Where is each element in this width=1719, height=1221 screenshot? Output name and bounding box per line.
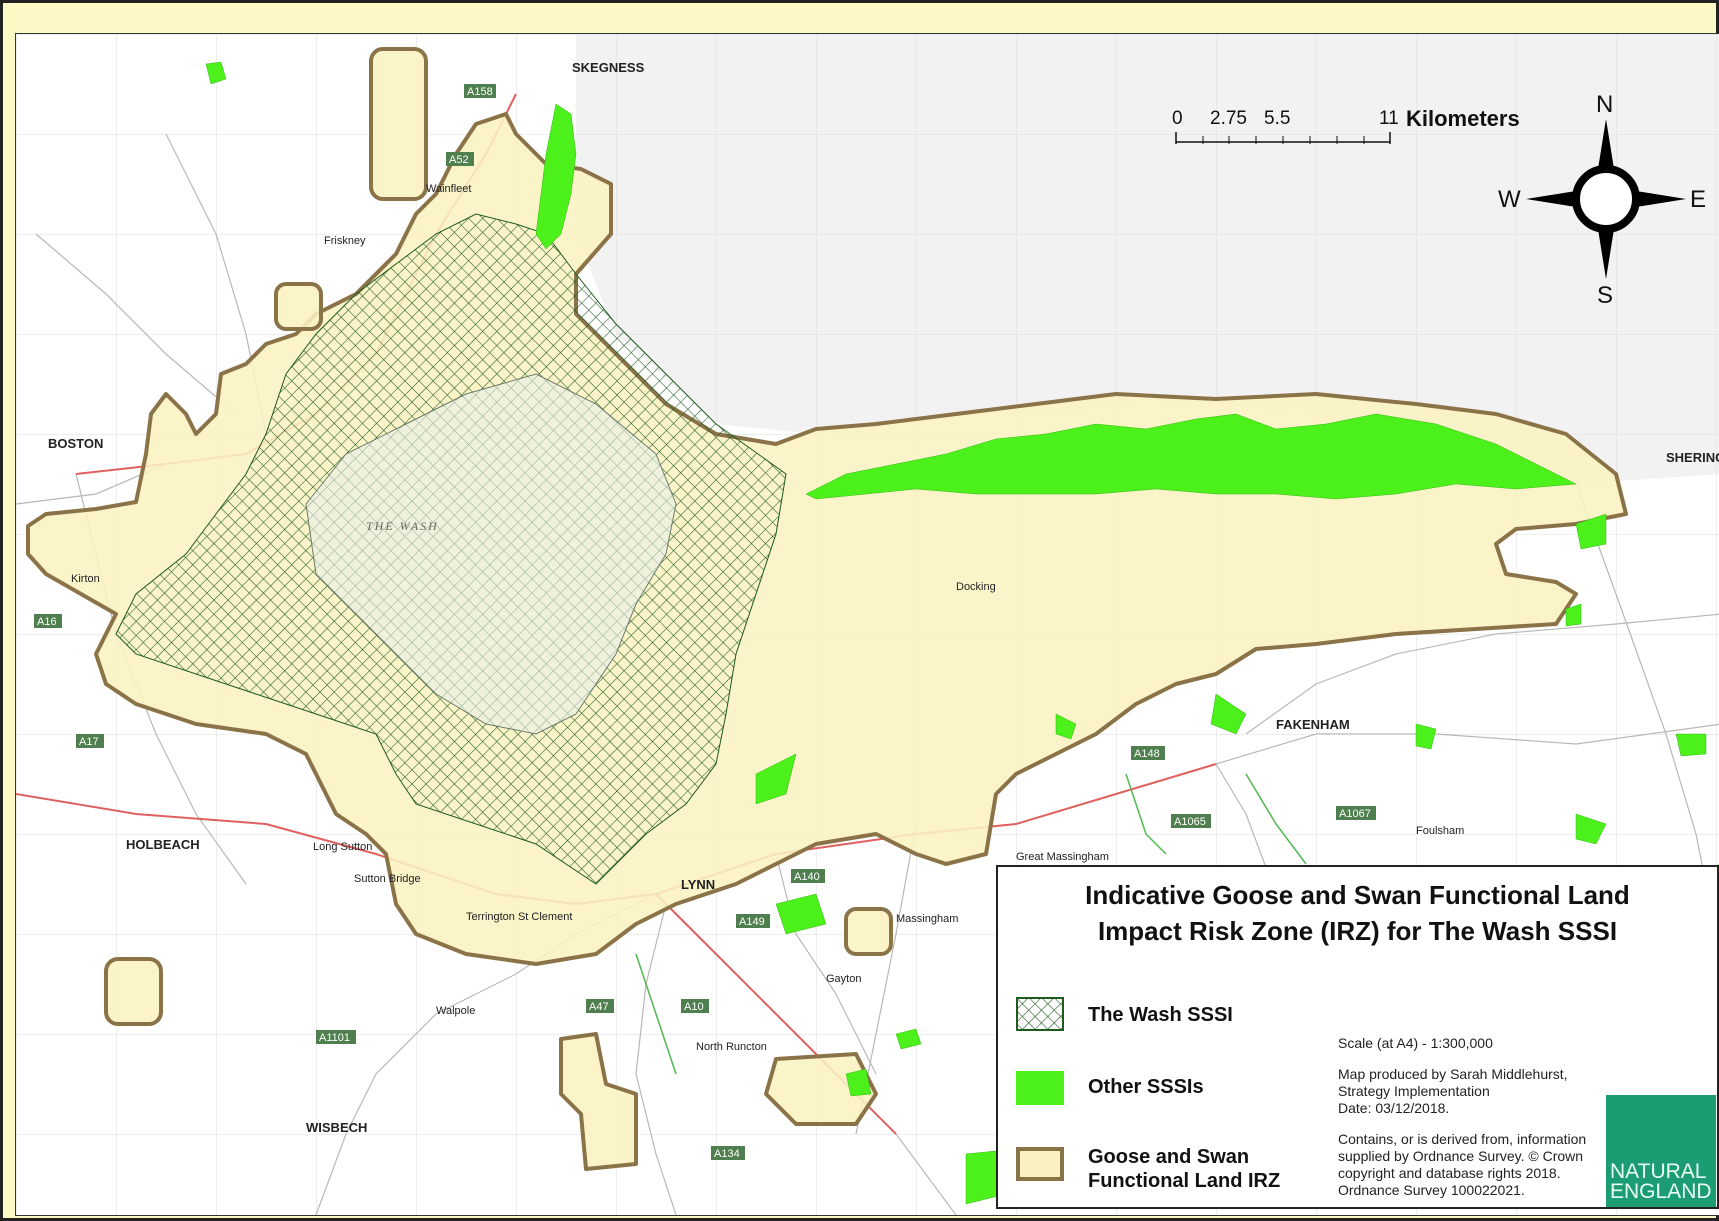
town-label-foulsham: Foulsham: [1416, 825, 1464, 837]
road-label-a148: A148: [1134, 748, 1160, 760]
map-canvas: THE WASH SK: [16, 34, 1719, 1215]
town-label-docking: Docking: [956, 581, 996, 593]
town-label-wainfleet: Wainfleet: [426, 183, 471, 195]
town-label-gayton: Gayton: [826, 973, 861, 985]
legend-copyright-1: Contains, or is derived from, informatio…: [1338, 1131, 1587, 1147]
scale-tick-0: 0: [1172, 108, 1183, 129]
legend-title-line2: Impact Risk Zone (IRZ) for The Wash SSSI: [1097, 916, 1618, 946]
town-label-walpole: Walpole: [436, 1005, 475, 1017]
wash-water-label: THE WASH: [366, 519, 439, 533]
legend-label-irz-line2: Functional Land IRZ: [1088, 1170, 1281, 1192]
town-label-boston: BOSTON: [48, 436, 103, 451]
town-label-sutton-bridge: Sutton Bridge: [354, 873, 421, 885]
town-label-holbeach: HOLBEACH: [126, 837, 200, 852]
scale-tick-5-5: 5.5: [1264, 108, 1290, 129]
compass-w: W: [1498, 186, 1521, 213]
scale-tick-2-75: 2.75: [1210, 108, 1247, 129]
scale-bar: 0 2.75 5.5 11 Kilometers: [1172, 106, 1520, 144]
legend-scale-text: Scale (at A4) - 1:300,000: [1338, 1035, 1493, 1051]
town-label-kirton: Kirton: [71, 573, 100, 585]
road-label-a17: A17: [79, 736, 99, 748]
road-label-a134: A134: [714, 1148, 740, 1160]
legend-producer-team: Strategy Implementation: [1338, 1083, 1490, 1099]
natural-england-logo: NATURAL ENGLAND: [1606, 1095, 1716, 1207]
town-label-skegness: SKEGNESS: [572, 60, 645, 75]
road-label-a149: A149: [739, 916, 765, 928]
legend-label-irz-line1: Goose and Swan: [1088, 1146, 1250, 1168]
road-labels: A158 A52 A17 A16 A149 A148 A1065 A1067 A…: [34, 84, 1376, 1160]
town-label-massingham: Massingham: [896, 913, 958, 925]
legend-title: Indicative Goose and Swan Functional Lan…: [998, 877, 1717, 949]
road-label-a158: A158: [467, 86, 493, 98]
road-label-a16: A16: [37, 616, 57, 628]
legend-copyright-3: copyright and database rights 2018.: [1338, 1165, 1561, 1181]
town-label-sheringham: SHERINGHAM: [1666, 450, 1719, 465]
compass-s: S: [1597, 282, 1613, 309]
legend-copyright-2: supplied by Ordnance Survey. © Crown: [1338, 1148, 1584, 1164]
legend-copyright-4: Ordnance Survey 100022021.: [1338, 1182, 1525, 1198]
town-label-lynn: LYNN: [681, 877, 715, 892]
scale-unit: Kilometers: [1406, 106, 1520, 131]
scale-tick-11: 11: [1379, 108, 1399, 129]
road-label-a140: A140: [794, 871, 820, 883]
road-label-a1065: A1065: [1174, 816, 1206, 828]
town-label-north-runcton: North Runcton: [696, 1041, 767, 1053]
town-label-fakenham: FAKENHAM: [1276, 717, 1350, 732]
legend-swatch-other-sssis: [1016, 1071, 1064, 1105]
road-label-a10: A10: [684, 1001, 704, 1013]
legend-label-other-sssis: Other SSSIs: [1088, 1076, 1204, 1098]
logo-line1: NATURAL: [1610, 1160, 1707, 1183]
legend-producer-name: Map produced by Sarah Middlehurst,: [1338, 1066, 1568, 1082]
map-area[interactable]: THE WASH SK: [15, 33, 1719, 1216]
road-label-a1067: A1067: [1339, 808, 1371, 820]
logo-line2: ENGLAND: [1610, 1180, 1712, 1203]
road-label-a1101: A1101: [319, 1032, 350, 1044]
town-label-terrington: Terrington St Clement: [466, 911, 572, 923]
legend-title-line1: Indicative Goose and Swan Functional Lan…: [1085, 880, 1630, 910]
road-label-a47: A47: [589, 1001, 609, 1013]
legend-label-irz: Goose and Swan Functional Land IRZ: [1088, 1145, 1280, 1193]
compass-e: E: [1690, 186, 1706, 213]
town-label-friskney: Friskney: [324, 235, 366, 247]
legend-label-wash-sssi: The Wash SSSI: [1088, 1004, 1233, 1026]
legend-producer: Map produced by Sarah Middlehurst, Strat…: [1338, 1066, 1608, 1117]
town-label-wisbech: WISBECH: [306, 1120, 367, 1135]
legend-date: Date: 03/12/2018.: [1338, 1100, 1450, 1116]
legend-info: Scale (at A4) - 1:300,000 Map produced b…: [1338, 1035, 1608, 1213]
town-labels: SKEGNESS BOSTON SHERINGHAM FAKENHAM HOLB…: [48, 60, 1719, 1135]
minor-green-roads: [635, 773, 1307, 1075]
legend-swatch-irz: [1016, 1147, 1064, 1181]
town-label-great-massingham: Great Massingham: [1016, 851, 1109, 863]
road-label-a52: A52: [449, 154, 469, 166]
legend-swatch-wash-sssi: [1016, 997, 1064, 1031]
legend-panel: Indicative Goose and Swan Functional Lan…: [996, 865, 1719, 1209]
compass-icon: N S E W: [1498, 91, 1706, 309]
legend-copyright: Contains, or is derived from, informatio…: [1338, 1131, 1608, 1199]
compass-n: N: [1596, 91, 1613, 118]
town-label-long-sutton: Long Sutton: [313, 841, 372, 853]
wash-intertidal: [305, 373, 677, 735]
